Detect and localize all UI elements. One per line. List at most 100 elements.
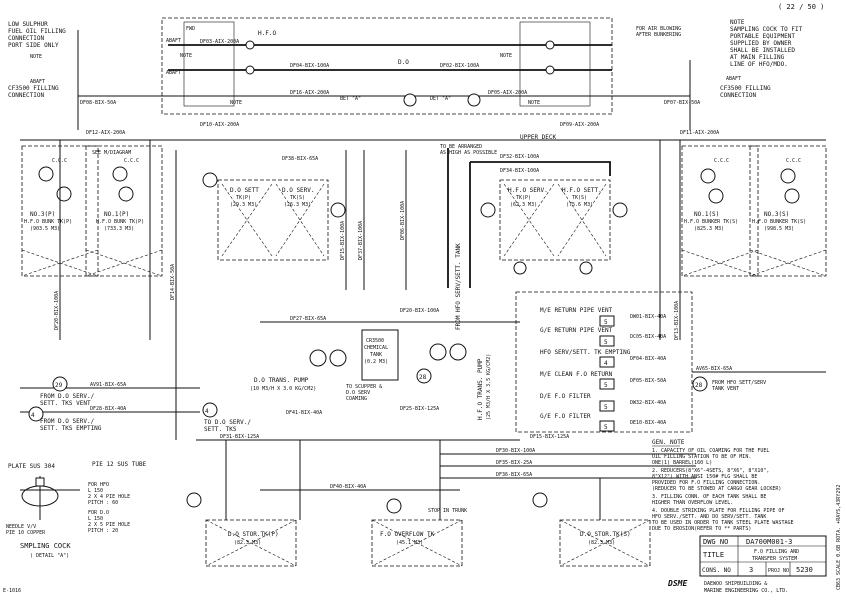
vent-3-box <box>599 356 615 368</box>
sampling-note-line-2: SAMPLING COCK TO FIT <box>730 26 803 33</box>
port-coaming <box>183 21 235 107</box>
pipe-p29: DF41-BIX-40A <box>286 410 322 416</box>
do-tank-frame <box>217 179 329 261</box>
arranged-line-1: TO BE ARRANGED <box>440 144 482 150</box>
hfo-1p-tank <box>85 145 163 277</box>
abaft-label-2: ABAFT <box>166 70 181 76</box>
lah-p1 <box>112 166 128 182</box>
do-pump-1 <box>309 349 327 367</box>
do-serv-cap: (26.3 M3) <box>284 202 311 208</box>
sampling-note-line-6: AT MAIN FILLING <box>730 54 785 61</box>
do-stor-s-name: D.O STOR.TK(S) <box>580 531 631 538</box>
cr3500-line-1: CR3500 <box>366 338 384 344</box>
note-label-1: NOTE <box>180 53 192 59</box>
dwg-no-label: DWG NO <box>703 538 728 546</box>
hfo-sett-cap: (75.6 M3) <box>566 202 593 208</box>
pipe-p15: DF20-BIX-100A <box>54 291 60 330</box>
sampling-note-line-3: PORTABLE EQUIPMENT <box>730 33 795 40</box>
for-hfo-2: L 150 <box>88 488 103 494</box>
gen-note-1: 1. CAPACITY OF OIL COAMING FOR THE FUEL <box>652 448 769 454</box>
lah-do <box>202 172 218 188</box>
gen-note-10: 4. DOUBLE STRIKING PLATE FOR FILLING PIP… <box>652 508 784 514</box>
cf3500-right-line-2: CONNECTION <box>720 92 757 99</box>
pipe-p7: DF05-AIX-200A <box>488 90 527 96</box>
lah-hfo-serv <box>480 202 496 218</box>
pi-p1 <box>118 186 134 202</box>
ti-serv <box>513 261 527 275</box>
company-line-2: MARINE ENGINEERING CO., LTD. <box>704 588 788 594</box>
cr3500-line-3: TANK <box>370 352 382 358</box>
hfo-pump-1 <box>429 343 447 361</box>
do-stor-s-diag <box>559 519 651 567</box>
pipe-p10: DF12-AIX-200A <box>86 130 125 136</box>
do-stor-p-name: D.O STOR.TK(P) <box>228 531 279 538</box>
cons-value: 3 <box>749 566 753 574</box>
do-header-label: D.O <box>398 59 409 66</box>
from-hfo-sett-1: FROM HFO SETT/SERV <box>712 380 766 386</box>
pipe-p35: DF13-BIX-100A <box>674 301 680 340</box>
bet-a-label: BET "A" <box>340 96 361 102</box>
vent-3-num: 4 <box>604 360 608 367</box>
for-do-4: PITCH : 20 <box>88 528 118 534</box>
hfo-vertical-label: FROM HFO SERV/SETT. TANK <box>455 243 462 330</box>
vent-2-pipe: DC05-BIX-40A <box>630 334 666 340</box>
gen-note-12: TO BE USED IN ORDER TO TANK STEEL PLATE … <box>652 520 793 526</box>
pipe-p19: DF31-BIX-125A <box>220 434 259 440</box>
do-stor-p-tank <box>205 519 297 567</box>
det-a-valve <box>403 93 417 107</box>
do-serv-type: TK(S) <box>290 195 305 201</box>
sampling-note-line-5: SHALL BE INSTALLED <box>730 47 795 54</box>
tank-hfo1s-name: NO.1(S) <box>694 211 719 218</box>
sampling-pie: PIE 12 SUS TUBE <box>92 461 147 468</box>
tank-hfo1p-cap: (733.3 M3) <box>104 226 134 232</box>
do-stor-s-tank <box>559 519 651 567</box>
pipe-p32: DF37-BIX-100A <box>358 221 364 260</box>
bubble-4a <box>28 406 44 422</box>
pipe-p23: DF40-BIX-40A <box>330 484 366 490</box>
vent-1-pipe: DW01-BIX-40A <box>630 314 666 320</box>
vent-3-label: HFO SERV/SETT. TK EMPTING <box>540 349 631 356</box>
hfo-pump-spec: (25 M3/H X 3.5 KG/CM2) <box>486 354 492 420</box>
valve-1 <box>245 40 255 50</box>
for-hfo-4: PITCH : 60 <box>88 500 118 506</box>
lah-s3 <box>780 168 796 184</box>
pipe-p14: DF38-BIX-65A <box>282 156 318 162</box>
fo-overflow-name: F.O OVERFLOW TK <box>380 531 435 538</box>
ccc-3: C.C.C <box>714 158 729 164</box>
to-do-serv-1: TO D.O SERV./ <box>204 419 251 426</box>
hfo-1s-tank <box>681 145 759 277</box>
pipe-p30: DF14-BIX-50A <box>170 264 176 300</box>
hfo-header-label: H.F.O <box>258 30 276 37</box>
pipe-p4: DF08-BIX-50A <box>80 100 116 106</box>
sampling-note-line-4: SUPPLIED BY OWNER <box>730 40 792 47</box>
valve-2 <box>245 65 255 75</box>
lah-p3 <box>38 166 54 182</box>
pipe-p27: DF28-BIX-40A <box>90 406 126 412</box>
tank-hfo1s-type: H.F.O BUNKER TK(S) <box>684 219 738 225</box>
pipe-p28: DF25-BIX-125A <box>400 406 439 412</box>
filling-station-frame <box>161 17 613 115</box>
page-number: ( 22 / 50 ) <box>778 3 824 11</box>
pipe-p9: DF09-AIX-200A <box>560 122 599 128</box>
vent-4-pipe: DF05-BIX-50A <box>630 378 666 384</box>
fo-overflow-diag <box>371 519 463 567</box>
do-sett-cap: (29.3 M3) <box>230 202 257 208</box>
li-do <box>330 202 346 218</box>
vent-2-label: G/E RETURN PIPE VENT <box>540 327 613 334</box>
valve-group-top <box>245 40 555 107</box>
cr3500-line-4: (0.2 M3) <box>364 359 388 365</box>
company-line-1: DAEWOO SHIPBUILDING & <box>704 581 767 587</box>
cf3500-left-line-2: CONNECTION <box>8 92 45 99</box>
hfo-3s-tank <box>749 145 827 277</box>
valve-4 <box>545 65 555 75</box>
from-do-empt-2: SETT. TKS EMPTING <box>40 425 102 432</box>
pipe-p34: DF06-BIX-100A <box>400 201 406 240</box>
sampling-valve-body <box>35 477 45 487</box>
vent-2-box <box>599 335 615 347</box>
pipe-p12: DF32-BIX-100A <box>500 154 539 160</box>
hfo-pump-2 <box>449 343 467 361</box>
pipe-p26: AV91-BIX-65A <box>90 382 126 388</box>
pipe-p24: DF15-BIX-125A <box>530 434 569 440</box>
tank-hfo3p-cap: (903.5 M3) <box>30 226 60 232</box>
fwd-label: FWD <box>186 26 195 32</box>
